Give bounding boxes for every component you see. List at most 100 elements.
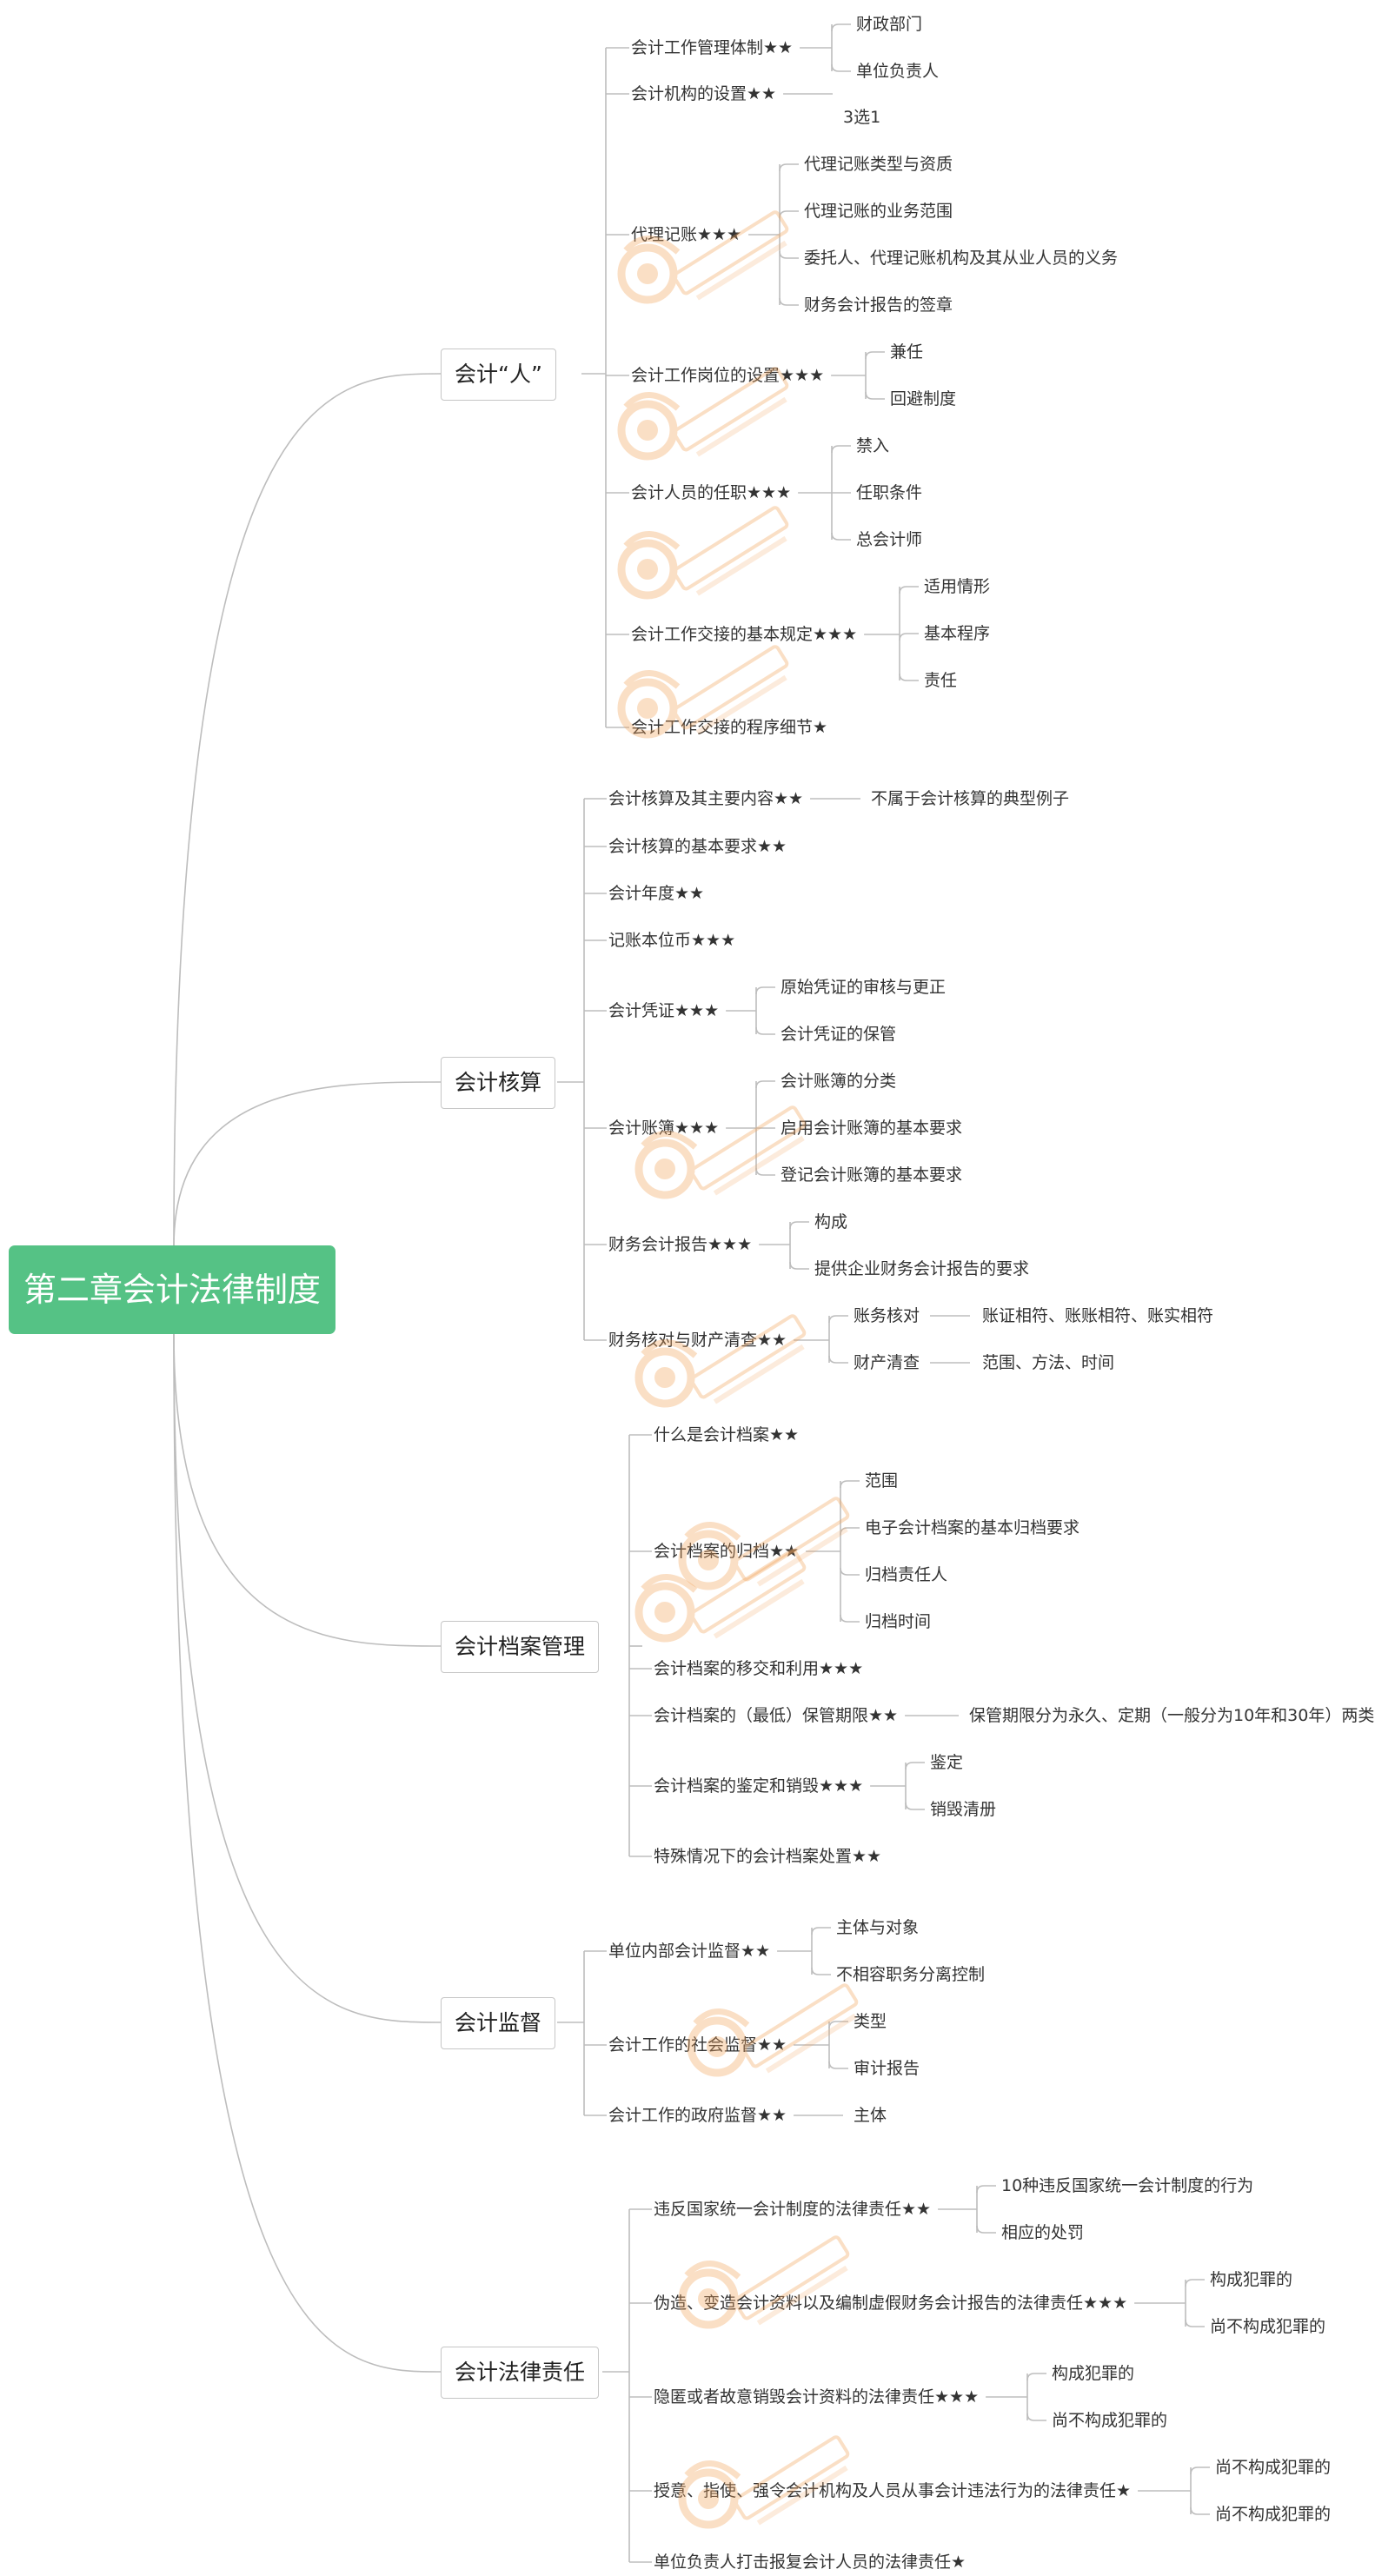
subtopic-node[interactable]: 构成犯罪的 — [1052, 2364, 1135, 2383]
subtopic-node[interactable]: 适用情形 — [924, 577, 991, 596]
subtopic-node[interactable]: 提供企业财务会计报告的要求 — [814, 1259, 1030, 1278]
topic-node[interactable]: 什么是会计档案★★ — [654, 1425, 800, 1444]
topic-node[interactable]: 会计核算及其主要内容★★ — [608, 789, 804, 808]
topic-node[interactable]: 会计工作岗位的设置★★★ — [631, 366, 825, 385]
topic-node[interactable]: 会计工作管理体制★★ — [631, 38, 794, 57]
subtopic-node[interactable]: 尚不构成犯罪的 — [1215, 2505, 1332, 2524]
branch-node[interactable]: 会计法律责任 — [441, 2347, 600, 2399]
subtopic-node[interactable]: 构成 — [814, 1212, 848, 1232]
subtopic-tick — [755, 986, 775, 995]
topic-node[interactable]: 财务会计报告★★★ — [608, 1235, 753, 1254]
subtopic-tick — [905, 1762, 925, 1770]
topic-node[interactable]: 会计档案的鉴定和销毁★★★ — [654, 1776, 864, 1796]
topic-node[interactable]: 会计核算的基本要求★★ — [608, 837, 787, 856]
root-branch-curve — [173, 1332, 442, 2373]
subtopic-tick — [865, 391, 885, 400]
subtopic-node[interactable]: 回避制度 — [890, 389, 957, 408]
subtopic-node[interactable]: 禁入 — [856, 436, 890, 455]
topic-node[interactable]: 隐匿或者故意销毁会计资料的法律责任★★★ — [654, 2387, 980, 2407]
subtopic-node[interactable]: 主体与对象 — [836, 1918, 920, 1937]
subtopic-node[interactable]: 10种违反国家统一会计制度的行为 — [1001, 2176, 1254, 2195]
branch-node[interactable]: 会计监督 — [441, 1997, 556, 2049]
topic-node[interactable]: 会计账簿★★★ — [608, 1119, 720, 1138]
subtopic-tick — [828, 2061, 848, 2069]
topic-node[interactable]: 会计档案的归档★★ — [654, 1542, 800, 1561]
subtopic-node[interactable]: 任职条件 — [856, 483, 923, 502]
topic-node[interactable]: 财务核对与财产清查★★ — [608, 1331, 787, 1350]
subtopic-node[interactable]: 账务核对 — [854, 1306, 920, 1325]
subtopic-node[interactable]: 范围 — [865, 1471, 899, 1490]
subtopic-tick — [828, 2021, 848, 2029]
branch-node[interactable]: 会计档案管理 — [441, 1621, 600, 1673]
subtopic-node[interactable]: 归档时间 — [865, 1612, 932, 1631]
subtopic-node[interactable]: 电子会计档案的基本归档要求 — [865, 1518, 1080, 1537]
subtopic-node[interactable]: 代理记账类型与资质 — [804, 155, 953, 174]
subtopic-node[interactable]: 登记会计账簿的基本要求 — [781, 1165, 963, 1185]
subtopic-node[interactable]: 3选1 — [843, 108, 881, 127]
subtopic-node[interactable]: 销毁清册 — [930, 1800, 997, 1819]
detail-node[interactable]: 范围、方法、时间 — [982, 1353, 1115, 1372]
topic-node[interactable]: 会计机构的设置★★ — [631, 84, 777, 103]
subtopic-node[interactable]: 主体 — [854, 2106, 887, 2125]
topic-node[interactable]: 会计档案的（最低）保管期限★★ — [654, 1706, 899, 1725]
subtopic-node[interactable]: 尚不构成犯罪的 — [1210, 2317, 1326, 2336]
subtopic-node[interactable]: 不相容职务分离控制 — [836, 1965, 986, 1984]
subtopic-node[interactable]: 委托人、代理记账机构及其从业人员的义务 — [804, 249, 1119, 268]
branch-node[interactable]: 会计核算 — [441, 1057, 556, 1109]
topic-node[interactable]: 违反国家统一会计制度的法律责任★★ — [654, 2200, 932, 2219]
topic-node[interactable]: 会计档案的移交和利用★★★ — [654, 1659, 864, 1678]
subtopic-tick — [899, 586, 919, 594]
subtopic-node[interactable]: 责任 — [924, 671, 958, 690]
subtopic-node[interactable]: 不属于会计核算的典型例子 — [871, 789, 1070, 808]
subtopic-node[interactable]: 归档责任人 — [865, 1565, 948, 1584]
subtopic-node[interactable]: 单位负责人 — [856, 62, 940, 81]
subtopic-node[interactable]: 会计账簿的分类 — [781, 1072, 897, 1091]
subtopic-node[interactable]: 构成犯罪的 — [1210, 2270, 1293, 2289]
topic-node[interactable]: 会计工作交接的基本规定★★★ — [631, 625, 858, 644]
subtopic-node[interactable]: 原始凭证的审核与更正 — [781, 978, 947, 997]
topic-node[interactable]: 单位负责人打击报复会计人员的法律责任★ — [654, 2553, 967, 2572]
topic-node[interactable]: 会计工作交接的程序细节★ — [631, 718, 828, 737]
root-branch-curve — [173, 373, 442, 1247]
subtopic-node[interactable]: 财产清查 — [854, 1353, 920, 1372]
subtopic-tick — [831, 23, 851, 32]
topic-node[interactable]: 会计工作的政府监督★★ — [608, 2106, 787, 2125]
subtopic-node[interactable]: 鉴定 — [930, 1753, 964, 1772]
subtopic-node[interactable]: 总会计师 — [856, 530, 923, 549]
subtopic-node[interactable]: 审计报告 — [854, 2059, 920, 2078]
subtopic-node[interactable]: 兼任 — [890, 342, 924, 362]
subtopic-node[interactable]: 相应的处罚 — [1001, 2223, 1085, 2242]
branch-node[interactable]: 会计“人” — [441, 349, 556, 401]
subtopic-node[interactable]: 代理记账的业务范围 — [804, 202, 953, 221]
subtopic-tick — [789, 1221, 809, 1230]
subtopic-tick — [1190, 2466, 1210, 2475]
subtopic-tick — [905, 1802, 925, 1810]
subtopic-tick — [755, 1080, 775, 1089]
detail-node[interactable]: 账证相符、账账相符、账实相符 — [982, 1306, 1214, 1325]
subtopic-node[interactable]: 会计凭证的保管 — [781, 1025, 897, 1044]
topic-node[interactable]: 伪造、变造会计资料以及编制虚假财务会计报告的法律责任★★★ — [654, 2294, 1128, 2313]
subtopic-node[interactable]: 保管期限分为永久、定期（一般分为10年和30年）两类 — [969, 1706, 1375, 1725]
root-node[interactable]: 第二章会计法律制度 — [9, 1245, 335, 1334]
subtopic-tick — [899, 633, 919, 641]
subtopic-tick — [755, 1167, 775, 1176]
topic-node[interactable]: 会计工作的社会监督★★ — [608, 2035, 787, 2055]
topic-node[interactable]: 会计凭证★★★ — [608, 1001, 720, 1020]
subtopic-tick — [1185, 2279, 1205, 2287]
topic-node[interactable]: 记账本位币★★★ — [608, 931, 736, 950]
subtopic-node[interactable]: 基本程序 — [924, 624, 991, 643]
subtopic-node[interactable]: 尚不构成犯罪的 — [1052, 2411, 1168, 2430]
subtopic-tick — [779, 297, 799, 306]
subtopic-node[interactable]: 启用会计账簿的基本要求 — [781, 1119, 963, 1138]
topic-node[interactable]: 单位内部会计监督★★ — [608, 1942, 771, 1961]
subtopic-node[interactable]: 财务会计报告的签章 — [804, 295, 953, 315]
topic-node[interactable]: 授意、指使、强令会计机构及人员从事会计违法行为的法律责任★ — [654, 2481, 1132, 2500]
topic-node[interactable]: 会计人员的任职★★★ — [631, 483, 792, 502]
topic-node[interactable]: 特殊情况下的会计档案处置★★ — [654, 1847, 882, 1866]
subtopic-tick — [1026, 2413, 1046, 2421]
topic-node[interactable]: 会计年度★★ — [608, 884, 705, 903]
subtopic-node[interactable]: 尚不构成犯罪的 — [1215, 2458, 1332, 2477]
subtopic-node[interactable]: 财政部门 — [856, 15, 923, 34]
topic-node[interactable]: 代理记账★★★ — [631, 225, 742, 244]
subtopic-node[interactable]: 类型 — [854, 2012, 887, 2031]
